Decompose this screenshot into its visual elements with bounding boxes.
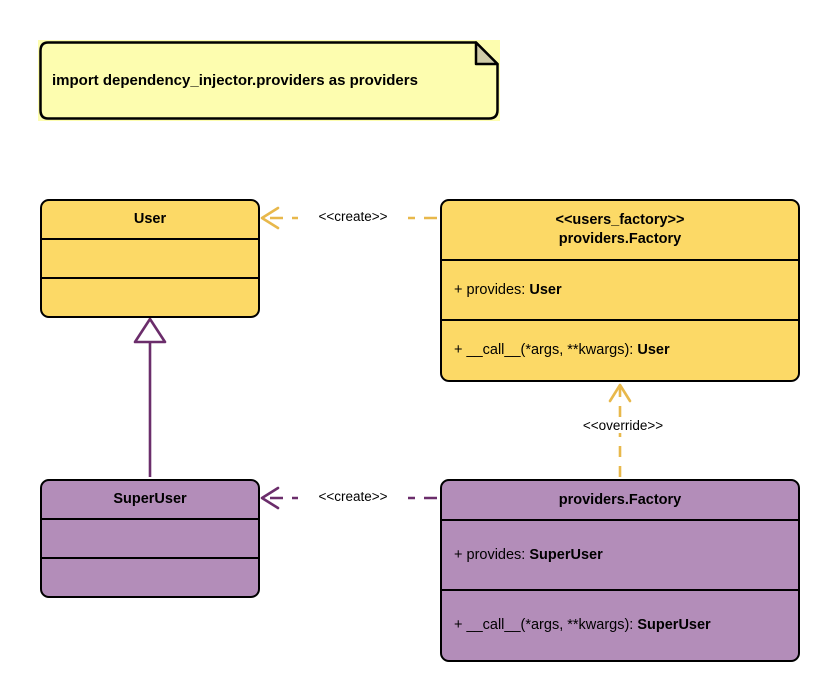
method-text: __call__(*args, **kwargs):: [466, 342, 638, 358]
class-attributes-user: [42, 240, 258, 280]
class-methods-user: [42, 279, 258, 316]
attribute-text: provides:: [466, 282, 530, 298]
attribute-visibility: +: [454, 282, 463, 298]
class-name-user: User: [133, 210, 167, 227]
class-name-superuser: SuperUser: [113, 490, 187, 507]
class-box-override-factory[interactable]: providers.Factory + provides: SuperUser …: [440, 479, 800, 662]
note-shape-icon: [39, 41, 499, 120]
class-title-user: User: [42, 201, 258, 240]
class-title-users-factory: <<users_factory>> providers.Factory: [442, 201, 798, 261]
method-visibility: +: [454, 342, 463, 358]
method-type: User: [637, 342, 670, 358]
attribute-type: SuperUser: [529, 547, 603, 563]
attribute-row: + provides: User: [454, 282, 562, 298]
method-text: __call__(*args, **kwargs):: [466, 617, 638, 633]
class-title-override-factory: providers.Factory: [442, 481, 798, 521]
method-type: SuperUser: [637, 617, 711, 633]
edge-label-create-user: <<create>>: [298, 209, 408, 224]
class-methods-override-factory: + __call__(*args, **kwargs): SuperUser: [442, 591, 798, 659]
class-name-users-factory: providers.Factory: [558, 231, 682, 247]
method-visibility: +: [454, 617, 463, 633]
attribute-visibility: +: [454, 547, 463, 563]
class-box-users-factory[interactable]: <<users_factory>> providers.Factory + pr…: [440, 199, 800, 382]
note-import: import dependency_injector.providers as …: [38, 40, 500, 121]
class-stereotype-users-factory: <<users_factory>>: [555, 212, 685, 228]
class-box-superuser[interactable]: SuperUser: [40, 479, 260, 598]
note-text: import dependency_injector.providers as …: [52, 72, 418, 89]
class-attributes-override-factory: + provides: SuperUser: [442, 521, 798, 591]
method-row: + __call__(*args, **kwargs): SuperUser: [454, 617, 711, 633]
method-row: + __call__(*args, **kwargs): User: [454, 342, 670, 358]
class-box-user[interactable]: User: [40, 199, 260, 318]
class-title-superuser: SuperUser: [42, 481, 258, 520]
class-name-override-factory: providers.Factory: [558, 491, 682, 508]
attribute-row: + provides: SuperUser: [454, 547, 603, 563]
class-methods-users-factory: + __call__(*args, **kwargs): User: [442, 321, 798, 379]
edge-generalization: [133, 317, 167, 477]
class-attributes-users-factory: + provides: User: [442, 261, 798, 321]
attribute-type: User: [529, 282, 562, 298]
class-attributes-superuser: [42, 520, 258, 560]
attribute-text: provides:: [466, 547, 530, 563]
edge-label-create-superuser: <<create>>: [298, 489, 408, 504]
edge-label-override: <<override>>: [553, 418, 693, 433]
class-methods-superuser: [42, 559, 258, 596]
